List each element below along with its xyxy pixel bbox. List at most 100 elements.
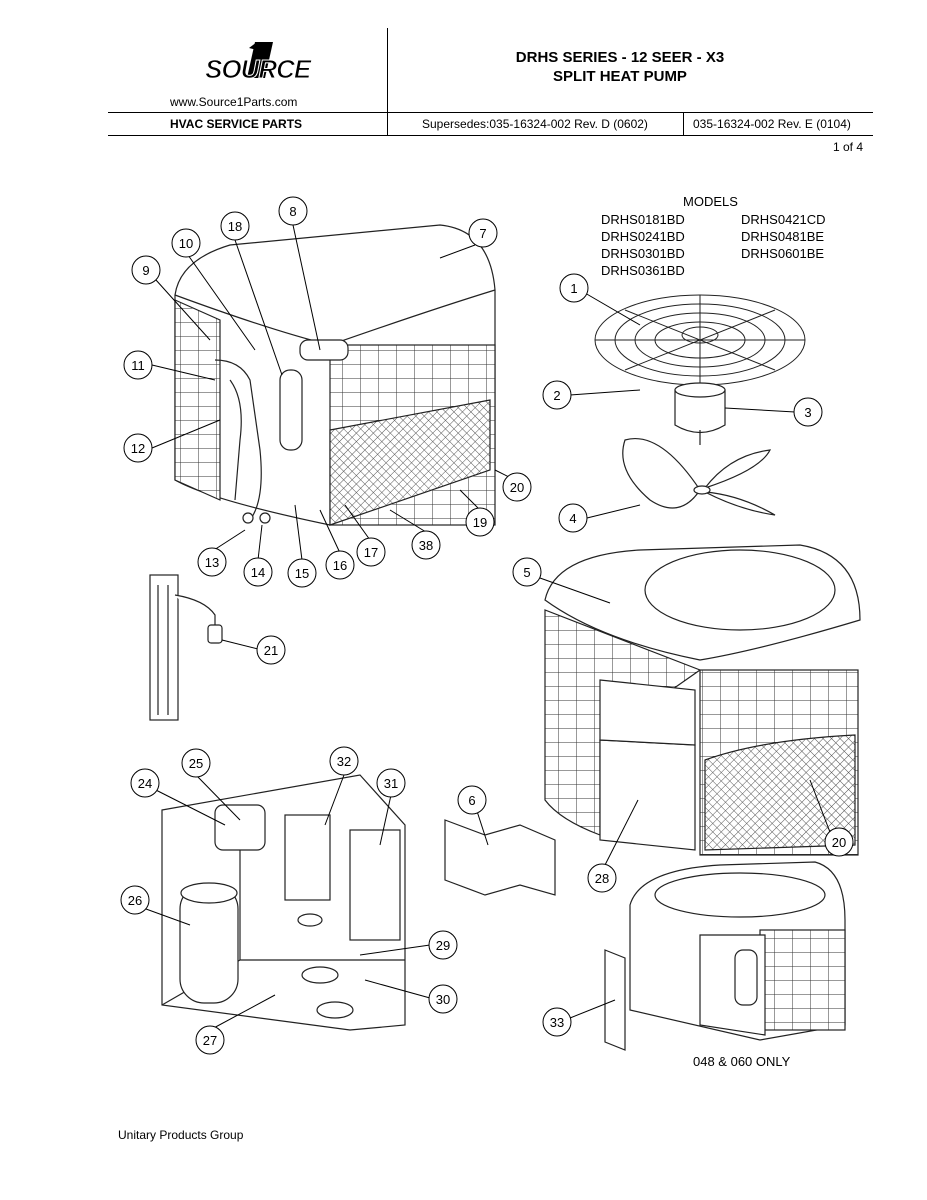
callout-24: 24 xyxy=(130,768,160,798)
callout-4: 4 xyxy=(558,503,588,533)
callout-18: 18 xyxy=(220,211,250,241)
models-column-1: DRHS0181BD DRHS0241BD DRHS0301BD DRHS036… xyxy=(601,211,685,279)
svg-text:24: 24 xyxy=(138,776,152,791)
svg-text:5: 5 xyxy=(523,565,530,580)
callout-20: 20 xyxy=(502,472,532,502)
callout-20b: 20 xyxy=(824,827,854,857)
callout-19: 19 xyxy=(465,507,495,537)
svg-text:10: 10 xyxy=(179,236,193,251)
footer-text: Unitary Products Group xyxy=(118,1128,244,1142)
callout-13: 13 xyxy=(197,547,227,577)
callout-12: 12 xyxy=(123,433,153,463)
svg-text:8: 8 xyxy=(289,204,296,219)
model-item: DRHS0361BD xyxy=(601,263,685,278)
callout-10: 10 xyxy=(171,228,201,258)
logo-graphic xyxy=(247,42,273,78)
svg-text:38: 38 xyxy=(419,538,433,553)
callout-25: 25 xyxy=(181,748,211,778)
model-item: DRHS0421CD xyxy=(741,212,826,227)
svg-text:9: 9 xyxy=(142,263,149,278)
callout-26: 26 xyxy=(120,885,150,915)
header-divider-vertical-2 xyxy=(683,112,684,136)
supersedes-text: Supersedes:035-16324-002 Rev. D (0602) xyxy=(422,117,648,131)
callout-8: 8 xyxy=(278,196,308,226)
condenser-unit-open xyxy=(174,224,496,526)
svg-text:27: 27 xyxy=(203,1033,217,1048)
svg-text:28: 28 xyxy=(595,871,609,886)
title-line-1: DRHS SERIES - 12 SEER - X3 xyxy=(515,49,725,66)
svg-text:7: 7 xyxy=(479,226,486,241)
callout-15: 15 xyxy=(287,558,317,588)
svg-text:2: 2 xyxy=(553,388,560,403)
callout-17: 17 xyxy=(356,537,386,567)
svg-text:11: 11 xyxy=(131,358,145,373)
model-item: DRHS0241BD xyxy=(601,229,685,244)
section-label: HVAC SERVICE PARTS xyxy=(170,117,303,131)
model-item: DRHS0601BE xyxy=(741,246,825,261)
callout-30: 30 xyxy=(428,984,458,1014)
coil-detail xyxy=(149,574,223,721)
svg-text:25: 25 xyxy=(189,756,203,771)
svg-text:13: 13 xyxy=(205,555,219,570)
document-title: DRHS SERIES - 12 SEER - X3 SPLIT HEAT PU… xyxy=(450,48,790,86)
callout-14: 14 xyxy=(243,557,273,587)
callout-3: 3 xyxy=(793,397,823,427)
svg-text:21: 21 xyxy=(264,643,278,658)
page-number: 1 of 4 xyxy=(833,140,864,154)
callout-21: 21 xyxy=(256,635,286,665)
svg-text:18: 18 xyxy=(228,219,242,234)
svg-text:33: 33 xyxy=(550,1015,564,1030)
svg-text:16: 16 xyxy=(333,558,347,573)
access-panel xyxy=(444,819,556,896)
header-rule-bottom xyxy=(108,135,873,136)
callout-9: 9 xyxy=(131,255,161,285)
svg-text:32: 32 xyxy=(337,754,351,769)
svg-text:19: 19 xyxy=(473,515,487,530)
fan-blade xyxy=(622,438,776,516)
callout-38: 38 xyxy=(411,530,441,560)
svg-text:15: 15 xyxy=(295,566,309,581)
svg-text:29: 29 xyxy=(436,938,450,953)
revision-text: 035-16324-002 Rev. E (0104) xyxy=(693,117,851,131)
svg-text:17: 17 xyxy=(364,545,378,560)
svg-text:20: 20 xyxy=(510,480,524,495)
callout-7: 7 xyxy=(468,218,498,248)
model-item: DRHS0481BE xyxy=(741,229,825,244)
svg-text:4: 4 xyxy=(569,511,576,526)
callout-31: 31 xyxy=(376,768,406,798)
svg-text:26: 26 xyxy=(128,893,142,908)
svg-text:6: 6 xyxy=(468,793,475,808)
callout-27: 27 xyxy=(195,1025,225,1055)
svg-text:14: 14 xyxy=(251,565,265,580)
svg-text:30: 30 xyxy=(436,992,450,1007)
title-line-2: SPLIT HEAT PUMP xyxy=(553,68,687,85)
callout-2: 2 xyxy=(542,380,572,410)
callout-1: 1 xyxy=(559,273,589,303)
callout-32: 32 xyxy=(329,746,359,776)
callout-29: 29 xyxy=(428,930,458,960)
website-url: www.Source1Parts.com xyxy=(170,95,298,109)
callout-5: 5 xyxy=(512,557,542,587)
leader-lines xyxy=(134,224,834,1031)
svg-text:31: 31 xyxy=(384,776,398,791)
svg-text:3: 3 xyxy=(804,405,811,420)
callout-11: 11 xyxy=(123,350,153,380)
fan-motor xyxy=(674,382,726,445)
svg-text:1: 1 xyxy=(570,281,577,296)
callout-6: 6 xyxy=(457,785,487,815)
model-item: DRHS0181BD xyxy=(601,212,685,227)
svg-text:20: 20 xyxy=(832,835,846,850)
model-item: DRHS0301BD xyxy=(601,246,685,261)
logo-text: SOURCE xyxy=(204,54,311,85)
models-heading: MODELS xyxy=(683,194,738,209)
models-column-2: DRHS0421CD DRHS0481BE DRHS0601BE xyxy=(741,211,826,262)
header-divider-vertical xyxy=(387,28,388,136)
condenser-unit-closed xyxy=(544,544,861,856)
svg-text:12: 12 xyxy=(131,441,145,456)
caption-048-060: 048 & 060 ONLY xyxy=(693,1054,791,1069)
callout-28: 28 xyxy=(587,863,617,893)
control-box xyxy=(161,774,406,1031)
header-rule-top xyxy=(108,112,873,113)
